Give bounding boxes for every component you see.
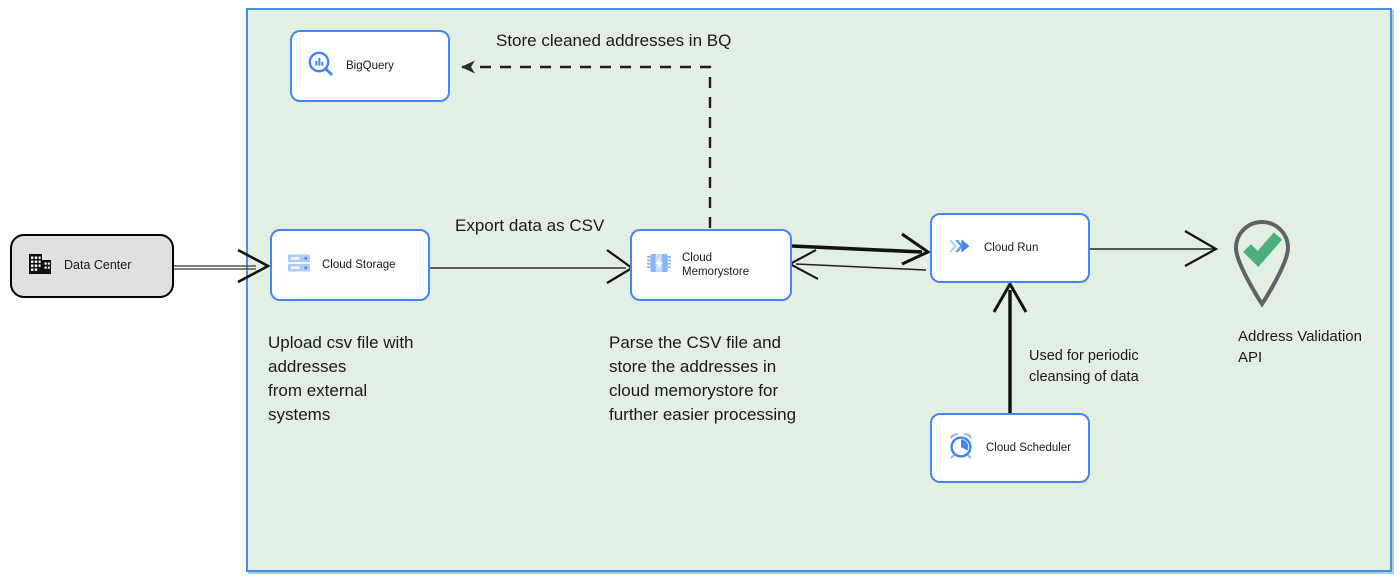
node-label: Cloud Scheduler bbox=[986, 441, 1072, 454]
node-cloud-storage[interactable]: Cloud Storage bbox=[270, 229, 430, 301]
node-address-validation-api[interactable] bbox=[1216, 208, 1308, 308]
node-bigquery[interactable]: BigQuery bbox=[290, 30, 450, 102]
cloud-storage-icon bbox=[286, 250, 312, 281]
node-cloud-memorystore[interactable]: Cloud Memorystore bbox=[630, 229, 792, 301]
bigquery-icon bbox=[306, 49, 336, 84]
node-data-center[interactable]: Data Center bbox=[10, 234, 174, 298]
node-label: Cloud Storage bbox=[322, 258, 396, 271]
node-cloud-scheduler[interactable]: Cloud Scheduler bbox=[930, 413, 1090, 483]
cloud-scheduler-clock-icon bbox=[946, 431, 976, 466]
edge-label-store-cleaned-addresses: Store cleaned addresses in BQ bbox=[496, 31, 732, 50]
node-label: Cloud Memorystore bbox=[682, 251, 750, 278]
node-cloud-run[interactable]: Cloud Run bbox=[930, 213, 1090, 283]
node-label: Data Center bbox=[64, 258, 132, 273]
memorystore-chip-icon bbox=[646, 250, 672, 281]
note-parse-csv: Parse the CSV file and store the address… bbox=[609, 333, 797, 425]
building-icon bbox=[26, 250, 54, 283]
address-validation-api-caption: Address Validation API bbox=[1238, 328, 1362, 366]
node-label: BigQuery bbox=[346, 59, 394, 72]
gcp-boundary bbox=[246, 8, 1392, 572]
map-pin-check-icon bbox=[1233, 220, 1291, 308]
edge-label-periodic-cleansing: Used for periodic cleansing of data bbox=[1029, 348, 1139, 386]
edge-label-export-data-as-csv: Export data as CSV bbox=[455, 216, 605, 235]
note-upload-csv: Upload csv file with addresses from exte… bbox=[268, 333, 414, 425]
node-label: Cloud Run bbox=[984, 241, 1039, 254]
cloud-run-icon bbox=[946, 232, 974, 265]
